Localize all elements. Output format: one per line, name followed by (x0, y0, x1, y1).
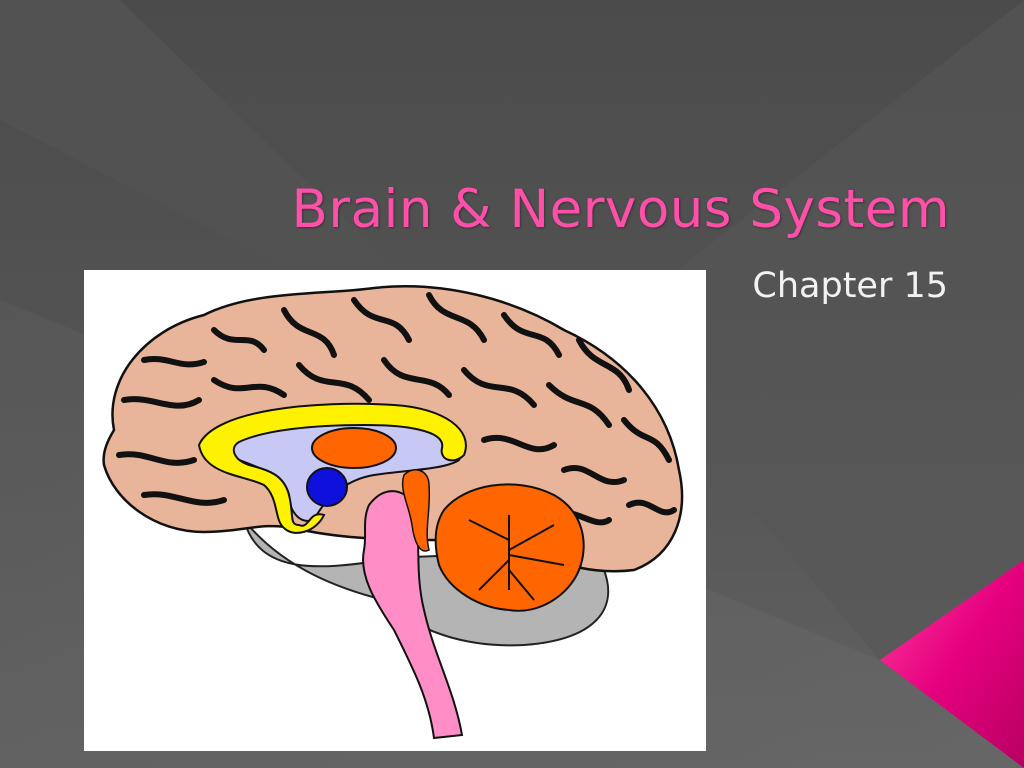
slide-subtitle: Chapter 15 (752, 266, 948, 306)
thalamus (311, 427, 397, 469)
cerebellum-folds (468, 515, 565, 601)
slide-title: Brain & Nervous System (291, 179, 950, 240)
cortex-folds (116, 292, 677, 526)
pons-segment (401, 469, 431, 552)
brain-image (84, 270, 706, 751)
hypothalamus (306, 467, 348, 507)
pink-accent-triangle (880, 560, 1024, 768)
corpus-callosum (197, 402, 467, 534)
brain-illustration (102, 285, 684, 740)
bg-right-plane (600, 0, 1024, 660)
